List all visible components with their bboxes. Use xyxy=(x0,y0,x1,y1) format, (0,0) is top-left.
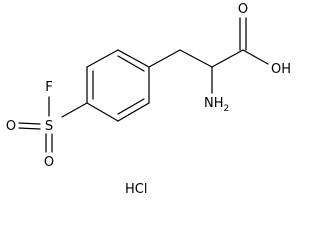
ring-bond-bottom-left xyxy=(86,102,119,122)
sulfur-oxygen-double-bond-1 xyxy=(18,122,41,125)
ring-bond-top-left xyxy=(86,49,119,68)
hcl-counterion-label: HCl xyxy=(125,182,147,197)
amino-nh: NH xyxy=(204,96,224,111)
amino-subscript: 2 xyxy=(224,104,230,114)
hydroxyl-label: OH xyxy=(271,62,291,77)
ring-to-sulfur-bond xyxy=(61,102,88,118)
ring-bond-bottom-right xyxy=(117,102,150,122)
chemical-structure: F S O O O OH NH2 HCl xyxy=(6,2,291,197)
ring-double-bond-inner-top-right xyxy=(117,55,145,72)
fluorine-label: F xyxy=(45,80,52,95)
ring-bond-top-right xyxy=(117,49,150,68)
ch2-to-alpha-carbon-bond xyxy=(179,49,213,68)
carbonyl-oxygen-label: O xyxy=(238,2,248,17)
amino-label: NH2 xyxy=(204,96,229,114)
alpha-carbon-to-carboxyl-bond xyxy=(211,49,244,68)
sulfur-label: S xyxy=(45,119,53,134)
carboxyl-to-oh-bond xyxy=(242,49,269,65)
sulfur-oxygen-double-bond-2 xyxy=(18,127,41,130)
benzene-ring xyxy=(86,49,150,122)
sulfonyl-oxygen-bottom-label: O xyxy=(44,155,54,170)
sulfonyl-oxygen-left-label: O xyxy=(6,119,16,134)
ring-double-bond-inner-bottom-right xyxy=(117,98,145,115)
ring-to-ch2-bond xyxy=(148,49,181,68)
